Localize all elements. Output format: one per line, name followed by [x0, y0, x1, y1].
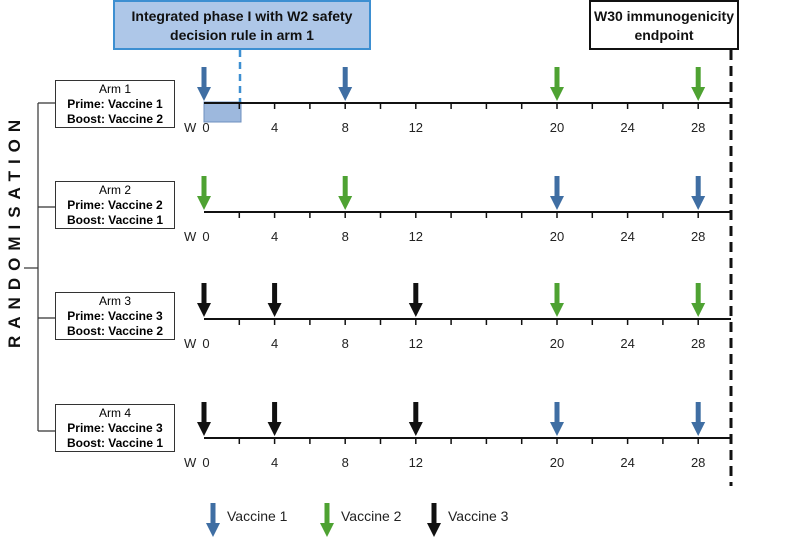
arm-4-dose-arrow: [267, 402, 282, 436]
arm-1-tick-label: 24: [620, 120, 635, 135]
arm-1-dose-arrow: [338, 67, 353, 101]
arm-4-tick-label: 8: [341, 455, 349, 470]
arm-1-week-prefix: W: [184, 120, 197, 135]
arm-1-tick-label: 8: [341, 120, 349, 135]
arm-1-tick-label: 28: [690, 120, 706, 135]
legend-v2-label: Vaccine 2: [341, 508, 402, 524]
arm-3-dose-arrow: [197, 283, 211, 317]
arm-3-prime: Prime: Vaccine 3: [67, 309, 163, 323]
arm-4-boost: Boost: Vaccine 1: [66, 436, 164, 450]
arm-4-week-prefix: W: [184, 455, 197, 470]
arm-1-dose-arrow: [550, 67, 564, 101]
arm-1-dose-arrow: [691, 67, 706, 101]
arm-3-tick-label: 8: [341, 336, 349, 351]
randomisation-bracket: [24, 102, 55, 432]
arm-4-title: Arm 4: [98, 406, 131, 420]
legend-v1-arrow: [206, 503, 220, 537]
arm-3-tick-label: 0: [202, 336, 210, 351]
arm-1-tick-label: 4: [270, 120, 279, 135]
arm-3-box: Arm 3 Prime: Vaccine 3 Boost: Vaccine 2: [55, 292, 175, 340]
arm-4-tick-label: 0: [202, 455, 210, 470]
arm-4-dose-arrow: [691, 402, 706, 436]
arm-4-prime: Prime: Vaccine 3: [67, 421, 163, 435]
arm-3-tick-label: 12: [408, 336, 424, 351]
endpoint-callout-text: W30 immunogenicity endpoint: [593, 8, 735, 43]
arm-4-dose-arrow: [550, 402, 564, 436]
arm-2-tick-label: 20: [549, 229, 565, 244]
arm-3-tick-label: 24: [620, 336, 635, 351]
phase1-callout-text: Integrated phase I with W2 safety decisi…: [131, 8, 353, 43]
arm-2-tick-label: 24: [620, 229, 635, 244]
arm-3-boost: Boost: Vaccine 2: [66, 324, 164, 338]
arm-1-tick-label: 12: [408, 120, 424, 135]
arm-3-dose-arrow: [408, 283, 423, 317]
arm-4-tick-label: 28: [690, 455, 706, 470]
arm-4-tick-label: 12: [408, 455, 424, 470]
arm-2-tick-label: 28: [690, 229, 706, 244]
arm-1-boost: Boost: Vaccine 2: [66, 112, 164, 126]
arm-4-dose-arrow: [197, 402, 211, 436]
arm-1-box: Arm 1 Prime: Vaccine 1 Boost: Vaccine 2: [55, 80, 175, 128]
phase1-callout: Integrated phase I with W2 safety decisi…: [113, 0, 371, 50]
legend-v3-label: Vaccine 3: [448, 508, 509, 524]
legend-v1-label: Vaccine 1: [227, 508, 288, 524]
arm-3-week-prefix: W: [184, 336, 197, 351]
arm-3-dose-arrow: [691, 283, 706, 317]
arm-1-prime: Prime: Vaccine 1: [67, 97, 163, 111]
arm-3-dose-arrow: [550, 283, 564, 317]
arm-4-tick-label: 4: [270, 455, 279, 470]
arm-3-tick-label: 20: [549, 336, 565, 351]
arm-4-box: Arm 4 Prime: Vaccine 3 Boost: Vaccine 1: [55, 404, 175, 452]
arm-1-dose-arrow: [197, 67, 211, 101]
arm-2-prime: Prime: Vaccine 2: [67, 198, 163, 212]
legend-v2-arrow: [320, 503, 334, 537]
arm-1-title: Arm 1: [98, 82, 131, 96]
legend-v3-arrow: [427, 503, 441, 537]
arm-1-tick-label: 0: [202, 120, 210, 135]
endpoint-callout: W30 immunogenicity endpoint: [589, 0, 739, 50]
arm-2-box: Arm 2 Prime: Vaccine 2 Boost: Vaccine 1: [55, 181, 175, 229]
arm-2-boost: Boost: Vaccine 1: [66, 213, 164, 227]
arm-2-tick-label: 8: [341, 229, 349, 244]
arm-4-tick-label: 24: [620, 455, 635, 470]
arm-2-tick-label: 4: [270, 229, 279, 244]
arm-2-dose-arrow: [338, 176, 353, 210]
arm-4-tick-label: 20: [549, 455, 565, 470]
arm-3-tick-label: 4: [270, 336, 279, 351]
arm-2-tick-label: 12: [408, 229, 424, 244]
arm-3-dose-arrow: [267, 283, 282, 317]
arm-2-dose-arrow: [691, 176, 706, 210]
arm-2-dose-arrow: [197, 176, 211, 210]
arm-4-dose-arrow: [408, 402, 423, 436]
arm-2-tick-label: 0: [202, 229, 210, 244]
arm-3-tick-label: 28: [690, 336, 706, 351]
arm-3-title: Arm 3: [98, 294, 131, 308]
arm-2-dose-arrow: [550, 176, 564, 210]
arm-2-week-prefix: W: [184, 229, 197, 244]
arm-2-title: Arm 2: [98, 183, 131, 197]
arm-1-tick-label: 20: [549, 120, 565, 135]
